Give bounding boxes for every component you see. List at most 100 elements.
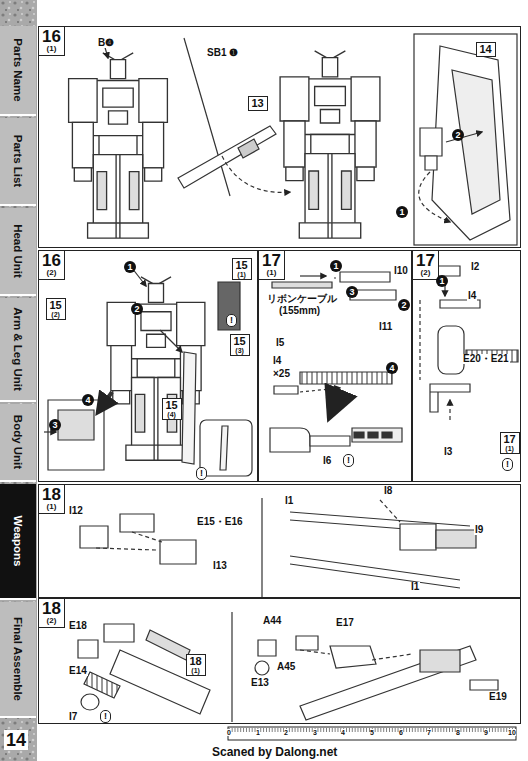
step-17-2-art-shape [419,300,420,380]
step-18-2-art-shape [420,650,460,672]
step-number: 1 [396,206,408,218]
step-number-box: 18(1) [39,485,65,514]
node-title: Head Unit [12,211,25,291]
step-number-box: 18(2) [39,599,65,628]
node-subtitle: (4) [166,411,178,418]
part-number: B❹ [97,38,115,48]
part-number: I4 [467,291,477,301]
node-subtitle: (1) [190,667,202,674]
step-number: 4 [386,362,398,374]
node-title: 18 [42,486,61,503]
step-18-2-art-shape [470,680,498,690]
node-subtitle: (2) [416,269,435,277]
scale-ruler-shape [228,727,516,740]
step-16-1-art-shape [425,156,437,170]
section-tab: Weapons [0,484,36,600]
node-title: 13 [252,98,264,109]
part-number: I8 [383,486,393,496]
step-18-2-art-shape [300,650,412,660]
ruler-number: 8 [456,729,460,736]
part-number: E13 [250,678,270,688]
part-number: I5 [275,338,285,348]
watermark: Scaned by Dalong.net [210,746,339,758]
step-18-1-art-shape [160,540,196,564]
node-title: Parts List [12,121,25,201]
step-18-1-art [80,498,476,597]
part-number: I13 [212,561,228,571]
step-16-1-art-shape [419,172,450,222]
step-16-1-art-shape [452,70,500,214]
caution-mark: ! [226,314,237,327]
node-title: 18 [42,600,61,617]
part-number: I9 [474,525,484,535]
node-title: 16 [42,28,61,45]
node-title: 15 [166,400,178,411]
step-17-1-art-shape [334,277,336,278]
part-number: E19 [488,692,508,702]
part-number: I2 [470,262,480,272]
step-17-2-art-shape [438,326,464,374]
sidebar-ground [0,0,37,761]
node-title: 18 [190,656,202,667]
step-number: 4 [82,394,94,406]
part-number: E18 [68,621,88,631]
step-17-1-art-shape [300,372,392,384]
part-number: E14 [68,666,88,676]
step-number: 2 [452,129,464,141]
step-18-2-art-shape [330,646,376,668]
step-17-1-art-shape [310,436,350,446]
section-tab: Arm & Leg Unit [0,298,36,402]
node-subtitle: (2) [50,311,62,318]
caution-mark: ! [343,454,354,467]
step-17-1-art-shape [340,272,390,282]
part-number: I6 [322,456,332,466]
step-17-2-art-shape [440,300,480,308]
step-17-1-art-shape [300,388,340,392]
step-16-1-art-shape [222,156,290,192]
part-number: A44 [262,616,282,626]
step-16-1-art-shape [178,126,276,188]
node-title: 17 [504,434,516,445]
step-16-1-art-shape [69,53,168,238]
tab-label: Body Unit [12,407,25,477]
step-16-1-art-shape [280,51,380,238]
step-18-2-art [78,612,498,722]
node-title: Arm & Leg Unit [12,301,25,397]
tab-label: Arm & Leg Unit [12,301,25,397]
step-18-1-art-shape [132,532,162,542]
step-number-box: 16(1) [39,27,65,56]
node-title: Body Unit [12,407,25,477]
part-number: E20・E21 [462,354,510,364]
step-18-2-art-shape [146,630,190,660]
section-tab: Head Unit [0,208,36,296]
part-callout-box: 15(2) [46,298,66,320]
step-18-1-art-shape [400,524,436,550]
part-number: A45 [276,662,296,672]
part-number: SB1 ❶ [206,48,239,58]
part-number: I4 [272,356,282,366]
node-subtitle: (3) [234,347,246,354]
ruler-number: 4 [341,729,345,736]
step-18-1-art-shape [436,530,476,548]
step-16-2-art-shape [44,431,56,432]
step-17-1-art-shape [274,386,298,394]
part-number: E17 [335,618,355,628]
node-subtitle: (1) [236,271,248,278]
part-callout-box: 14 [476,42,496,57]
step-panel: 16(1) 13 14 [38,26,521,248]
part-number: リボンケーブル [266,294,338,304]
step-18-2-art-shape [258,636,318,656]
step-16-1-art-shape [414,34,517,245]
step-17-1-art-shape [354,432,392,438]
node-title: Parts Name [12,29,25,111]
step-number-box: 17(2) [413,251,439,280]
step-16-2-art-shape [98,392,112,412]
part-number: I11 [378,322,393,332]
node-title: Weapons [12,487,25,595]
step-number: 3 [49,419,61,431]
ruler-number: 3 [313,729,317,736]
step-number: 1 [124,261,136,273]
part-number: I10 [393,266,409,276]
page-number: 14 [4,730,28,750]
